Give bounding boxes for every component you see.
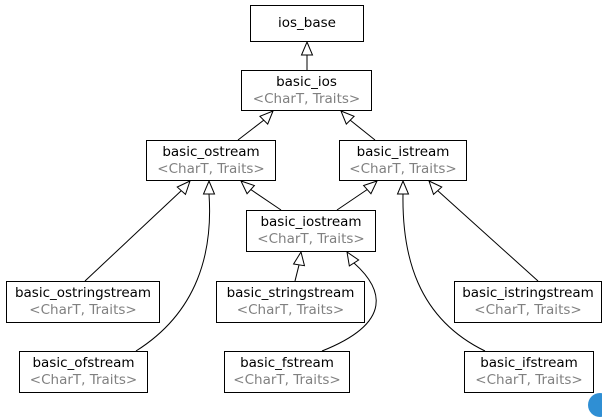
edge-basic_ofstream-to-basic_ostream [135,193,211,352]
arrowhead-basic_ifstream-to-basic_istream [396,179,410,195]
node-name: basic_iostream [260,214,362,230]
arrowhead-basic_iostream-to-basic_ostream [240,180,256,195]
edge-basic_istringstream-to-basic_istream [436,189,539,282]
inheritance-diagram [84,40,539,352]
node-template-params: <CharT, Traits> [474,302,582,318]
node-template-params: <CharT, Traits> [475,372,583,388]
node-basic-ostringstream[interactable]: basic_ostringstream <CharT, Traits> [6,281,160,323]
node-basic-istringstream[interactable]: basic_istringstream <CharT, Traits> [454,281,602,323]
corner-badge [588,393,602,417]
node-basic-ostream[interactable]: basic_ostream <CharT, Traits> [146,140,276,181]
arrowhead-basic_istringstream-to-basic_istream [428,180,443,196]
arrowhead-basic_ostream-to-basic_ios [259,110,274,125]
node-name: ios_base [278,15,336,31]
node-name: basic_stringstream [226,285,355,301]
node-basic-fstream[interactable]: basic_fstream <CharT, Traits> [224,351,350,393]
node-basic-ifstream[interactable]: basic_ifstream <CharT, Traits> [464,351,594,393]
arrowhead-basic_ostringstream-to-basic_ostream [176,180,191,196]
edge-basic_ostringstream-to-basic_ostream [84,189,183,282]
node-template-params: <CharT, Traits> [157,160,265,177]
arrowhead-basic_ofstream-to-basic_ostream [202,179,216,195]
node-basic-ofstream[interactable]: basic_ofstream <CharT, Traits> [19,351,148,393]
node-template-params: <CharT, Traits> [349,160,457,177]
node-name: basic_istringstream [462,285,594,301]
edge-basic_fstream-to-basic_iostream [321,262,377,352]
edge-basic_iostream-to-basic_istream [336,188,369,211]
node-name: basic_istream [356,143,450,160]
edge-basic_iostream-to-basic_ostream [249,188,282,211]
node-name: basic_ios [276,73,337,90]
node-template-params: <CharT, Traits> [236,302,345,318]
edge-basic_istream-to-basic_ios [349,119,376,141]
node-template-params: <CharT, Traits> [29,372,138,388]
node-name: basic_fstream [240,355,334,371]
edge-basic_ifstream-to-basic_istream [402,193,486,352]
arrowhead-basic_stringstream-to-basic_iostream [292,250,306,267]
arrowhead-basic_iostream-to-basic_istream [362,180,378,195]
arrowhead-basic_istream-to-basic_ios [340,110,355,125]
edge-basic_ostream-to-basic_ios [237,119,265,141]
edge-basic_stringstream-to-basic_iostream [294,264,300,282]
node-basic-ios[interactable]: basic_ios <CharT, Traits> [241,70,372,111]
node-template-params: <CharT, Traits> [233,372,341,388]
node-name: basic_ofstream [32,355,135,371]
node-ios-base[interactable]: ios_base [250,5,364,42]
arrowhead-basic_ios-to-ios_base [300,40,314,56]
node-name: basic_ostream [162,143,260,160]
node-name: basic_ostringstream [14,285,152,301]
node-template-params: <CharT, Traits> [252,90,361,107]
node-template-params: <CharT, Traits> [29,302,137,318]
node-template-params: <CharT, Traits> [257,231,365,247]
node-basic-stringstream[interactable]: basic_stringstream <CharT, Traits> [216,281,365,323]
node-name: basic_ifstream [480,355,578,371]
node-basic-iostream[interactable]: basic_iostream <CharT, Traits> [246,210,376,252]
arrowhead-basic_fstream-to-basic_iostream [346,250,360,267]
node-basic-istream[interactable]: basic_istream <CharT, Traits> [339,140,467,181]
